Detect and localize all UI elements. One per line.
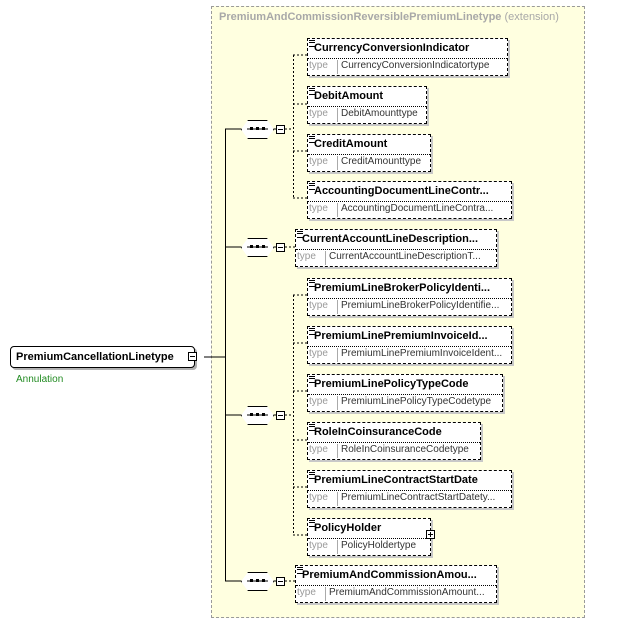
root-complex-type[interactable]: PremiumCancellationLinetype: [10, 346, 195, 368]
extension-title: PremiumAndCommissionReversiblePremiumLin…: [219, 11, 559, 23]
type-label: type: [309, 60, 328, 71]
element-accounting-document-line[interactable]: AccountingDocumentLineContr... type Acco…: [307, 181, 512, 219]
element-icon: [309, 183, 315, 190]
element-icon: [309, 328, 315, 335]
element-icon: [309, 424, 315, 431]
element-premium-line-broker-policy[interactable]: PremiumLineBrokerPolicyIdenti... type Pr…: [307, 278, 512, 316]
element-name: PremiumAndCommissionAmou...: [302, 569, 477, 581]
element-policy-holder[interactable]: PolicyHolder type PolicyHoldertype: [307, 518, 431, 556]
element-type: PremiumLineBrokerPolicyIdentifie...: [341, 300, 500, 311]
sequence-compositor-2[interactable]: [241, 238, 274, 257]
element-premium-line-contract-start-date[interactable]: PremiumLineContractStartDate type Premiu…: [307, 470, 512, 508]
type-label: type: [297, 587, 316, 598]
element-name: DebitAmount: [314, 90, 384, 102]
element-icon: [309, 40, 315, 47]
element-icon: [309, 376, 315, 383]
type-label: type: [309, 108, 328, 119]
element-role-in-coinsurance-code[interactable]: RoleInCoinsuranceCode type RoleInCoinsur…: [307, 422, 481, 460]
type-label: type: [309, 348, 328, 359]
element-name: PremiumLinePremiumInvoiceId...: [314, 330, 488, 342]
element-currency-conversion-indicator[interactable]: CurrencyConversionIndicator type Currenc…: [307, 38, 508, 76]
collapse-icon[interactable]: [276, 577, 285, 586]
type-label: type: [309, 444, 328, 455]
sequence-compositor-1[interactable]: [241, 120, 274, 139]
element-type: PremiumAndCommissionAmount...: [329, 587, 485, 598]
type-label: type: [309, 203, 328, 214]
type-label: type: [309, 156, 328, 167]
element-name: PremiumLineBrokerPolicyIdenti...: [314, 282, 491, 294]
element-icon: [309, 88, 315, 95]
element-type: CreditAmounttype: [341, 156, 422, 167]
element-name: CurrentAccountLineDescription...: [302, 233, 479, 245]
element-icon: [309, 280, 315, 287]
element-type: CurrencyConversionIndicatortype: [341, 60, 490, 71]
collapse-icon[interactable]: [276, 243, 285, 252]
element-icon: [309, 136, 315, 143]
element-premium-and-commission-amount[interactable]: PremiumAndCommissionAmou... type Premium…: [295, 565, 497, 603]
element-name: PremiumLinePolicyTypeCode: [314, 378, 469, 390]
element-type: PolicyHoldertype: [341, 540, 417, 551]
type-label: type: [309, 540, 328, 551]
element-type: RoleInCoinsuranceCodetype: [341, 444, 469, 455]
element-name: PolicyHolder: [314, 522, 382, 534]
element-name: PremiumLineContractStartDate: [314, 474, 478, 486]
type-label: type: [309, 300, 328, 311]
type-label: type: [309, 396, 328, 407]
expand-icon[interactable]: [426, 530, 435, 539]
element-current-account-line-description[interactable]: CurrentAccountLineDescription... type Cu…: [295, 229, 497, 267]
element-icon: [309, 472, 315, 479]
element-name: RoleInCoinsuranceCode: [314, 426, 442, 438]
element-icon: [297, 231, 303, 238]
element-type: PremiumLinePolicyTypeCodetype: [341, 396, 492, 407]
element-type: PremiumLinePremiumInvoiceIdent...: [341, 348, 503, 359]
extension-type-name: PremiumAndCommissionReversiblePremiumLin…: [219, 11, 502, 23]
collapse-icon[interactable]: [188, 352, 197, 361]
element-icon: [309, 520, 315, 527]
element-icon: [297, 567, 303, 574]
element-premium-line-policy-type-code[interactable]: PremiumLinePolicyTypeCode type PremiumLi…: [307, 374, 503, 412]
type-label: type: [309, 492, 328, 503]
element-name: AccountingDocumentLineContr...: [314, 185, 489, 197]
root-annotation: Annulation: [16, 374, 64, 385]
collapse-icon[interactable]: [276, 125, 285, 134]
extension-tag: (extension): [504, 11, 559, 23]
root-type-name: PremiumCancellationLinetype: [16, 351, 174, 363]
element-credit-amount[interactable]: CreditAmount type CreditAmounttype: [307, 134, 431, 172]
sequence-compositor-4[interactable]: [241, 572, 274, 591]
sequence-compositor-3[interactable]: [241, 406, 274, 425]
element-type: AccountingDocumentLineContra...: [341, 203, 494, 214]
element-name: CreditAmount: [314, 138, 388, 150]
element-type: DebitAmounttype: [341, 108, 418, 119]
element-type: CurrentAccountLineDescriptionT...: [329, 251, 481, 262]
element-type: PremiumLineContractStartDatety...: [341, 492, 496, 503]
element-premium-line-premium-invoice[interactable]: PremiumLinePremiumInvoiceId... type Prem…: [307, 326, 512, 364]
collapse-icon[interactable]: [276, 411, 285, 420]
element-debit-amount[interactable]: DebitAmount type DebitAmounttype: [307, 86, 427, 124]
type-label: type: [297, 251, 316, 262]
element-name: CurrencyConversionIndicator: [314, 42, 470, 54]
